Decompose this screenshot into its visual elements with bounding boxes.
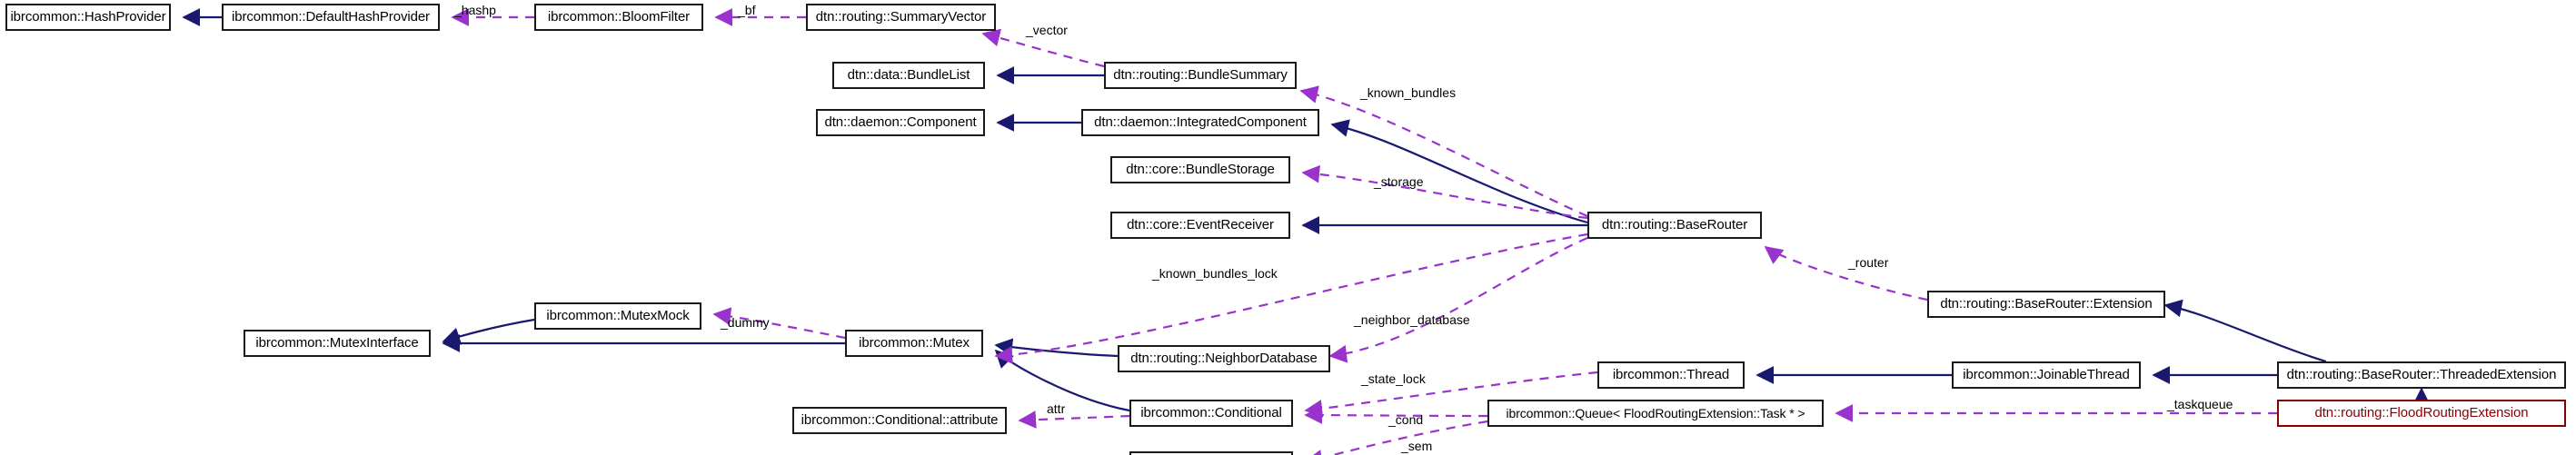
class-node-dtn-routing-floodroutingextension[interactable]: dtn::routing::FloodRoutingExtension (2277, 400, 2566, 427)
class-node-ibrcommon-mutexmock[interactable]: ibrcommon::MutexMock (534, 302, 701, 330)
class-node-ibrcommon-mutexinterface[interactable]: ibrcommon::MutexInterface (244, 330, 431, 357)
class-node-ibrcommon-semaphore[interactable]: ibrcommon::Semaphore (1129, 451, 1293, 455)
class-node-ibrcommon-conditional-attribute[interactable]: ibrcommon::Conditional::attribute (792, 407, 1007, 434)
edge-neighbordatabase-mutex (994, 338, 1119, 358)
edge-label-neighbor-database: _neighbor_database (1354, 312, 1470, 327)
edge-label-attr: attr (1047, 401, 1066, 416)
class-node-ibrcommon-hashprovider[interactable]: ibrcommon::HashProvider (5, 4, 171, 31)
class-node-ibrcommon-thread[interactable]: ibrcommon::Thread (1597, 361, 1745, 389)
edge-bundlesummary-summaryvector (981, 28, 1105, 68)
class-node-dtn-routing-baserouter[interactable]: dtn::routing::BaseRouter (1587, 212, 1762, 239)
edge-label-known-bundles-lock: _known_bundles_lock (1152, 266, 1278, 281)
class-node-ibrcommon-conditional[interactable]: ibrcommon::Conditional (1129, 400, 1293, 427)
class-node-dtn-core-bundlestorage[interactable]: dtn::core::BundleStorage (1110, 156, 1290, 183)
class-node-dtn-routing-baserouter-threadedextension[interactable]: dtn::routing::BaseRouter::ThreadedExtens… (2277, 361, 2566, 389)
edge-label-storage: _storage (1374, 174, 1424, 189)
class-node-dtn-daemon-integratedcomponent[interactable]: dtn::daemon::IntegratedComponent (1081, 109, 1319, 136)
class-node-ibrcommon-bloomfilter[interactable]: ibrcommon::BloomFilter (534, 4, 703, 31)
class-node-dtn-routing-summaryvector[interactable]: dtn::routing::SummaryVector (806, 4, 996, 31)
class-node-dtn-routing-baserouter-extension[interactable]: dtn::routing::BaseRouter::Extension (1927, 291, 2165, 318)
class-node-dtn-daemon-component[interactable]: dtn::daemon::Component (816, 109, 985, 136)
class-node-ibrcommon-queue-task[interactable]: ibrcommon::Queue< FloodRoutingExtension:… (1487, 400, 1824, 427)
edge-baserouter-knownbundleslock (994, 232, 1588, 364)
edge-mutexmock-mutexinterface (442, 318, 535, 345)
edge-label-sem: _sem (1401, 439, 1433, 453)
edge-baserouter-bundlesummary (1299, 85, 1588, 218)
class-node-ibrcommon-mutex[interactable]: ibrcommon::Mutex (845, 330, 983, 357)
edge-label-cond: _cond (1388, 412, 1424, 427)
class-node-ibrcommon-defaulthashprovider[interactable]: ibrcommon::DefaultHashProvider (222, 4, 440, 31)
edge-threadedextension-baserouterextension (2163, 299, 2327, 363)
class-node-dtn-data-bundlelist[interactable]: dtn::data::BundleList (832, 62, 985, 89)
edge-label-vector: _vector (1026, 23, 1068, 37)
edge-baserouterextension-baserouter (1764, 245, 1928, 302)
edge-label-router: _router (1848, 255, 1889, 270)
edge-label-bf: _bf (738, 3, 756, 17)
class-node-dtn-routing-neighbordatabase[interactable]: dtn::routing::NeighborDatabase (1118, 345, 1330, 372)
class-node-dtn-core-eventreceiver[interactable]: dtn::core::EventReceiver (1110, 212, 1290, 239)
edge-label-hashp: _hashp (454, 3, 496, 17)
edge-baserouter-integratedcomponent (1330, 119, 1588, 224)
class-node-ibrcommon-joinablethread[interactable]: ibrcommon::JoinableThread (1952, 361, 2141, 389)
edge-label-dummy: _dummy (721, 315, 770, 330)
edge-label-known-bundles: _known_bundles (1360, 85, 1457, 100)
edge-label-taskqueue: _taskqueue (2167, 397, 2233, 411)
edge-baserouter-neighbordatabase (1328, 236, 1588, 363)
edge-conditional-attr (1018, 410, 1130, 429)
class-node-dtn-routing-bundlesummary[interactable]: dtn::routing::BundleSummary (1104, 62, 1297, 89)
edge-baserouter-bundlestorage (1301, 164, 1588, 220)
edge-label-state-lock: _state_lock (1361, 371, 1426, 386)
usage-edges (451, 8, 2277, 455)
